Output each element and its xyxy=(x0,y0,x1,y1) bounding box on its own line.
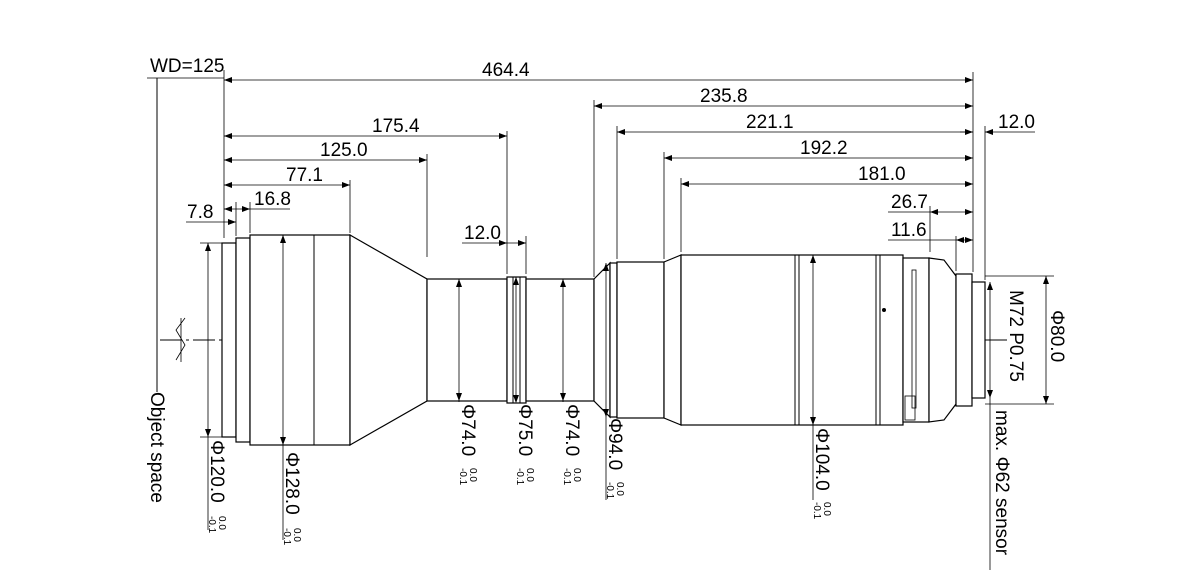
svg-text:Φ120.0: Φ120.0 xyxy=(206,440,227,503)
svg-text:Φ104.0: Φ104.0 xyxy=(811,428,832,491)
dim-235: 235.8 xyxy=(700,86,748,107)
dim-12-mid: 12.0 xyxy=(464,223,501,244)
svg-text:0.0: 0.0 xyxy=(821,502,832,516)
svg-text:0.0: 0.0 xyxy=(467,468,478,482)
object-plane xyxy=(156,78,186,392)
dim-26: 26.7 xyxy=(891,192,928,213)
svg-text:0.0: 0.0 xyxy=(571,468,582,482)
label-sensor: max. Φ62 sensor xyxy=(991,410,1012,556)
svg-text:Φ128.0: Φ128.0 xyxy=(281,452,302,515)
dia-74-second: Φ74.0 0.0 -0.1 xyxy=(561,404,582,486)
dim-12-back: 12.0 xyxy=(998,112,1035,133)
dim-175: 175.4 xyxy=(372,116,420,137)
svg-text:0.0: 0.0 xyxy=(291,528,302,542)
svg-text:-0.1: -0.1 xyxy=(206,516,217,534)
dia-128: Φ128.0 0.0 -0.1 xyxy=(281,452,302,546)
label-flange-diameter: Φ80.0 xyxy=(1046,310,1067,362)
svg-text:0.0: 0.0 xyxy=(614,482,625,496)
dim-192: 192.2 xyxy=(800,138,848,159)
svg-text:Φ75.0: Φ75.0 xyxy=(514,404,535,456)
dim-77: 77.1 xyxy=(286,165,323,186)
lens-body xyxy=(221,233,986,447)
svg-text:0.0: 0.0 xyxy=(524,468,535,482)
dim-11: 11.6 xyxy=(891,220,927,241)
svg-text:-0.1: -0.1 xyxy=(457,468,468,486)
svg-text:-0.1: -0.1 xyxy=(604,482,615,500)
dia-75: Φ75.0 0.0 -0.1 xyxy=(514,404,535,486)
dim-total-length: 464.4 xyxy=(482,60,530,81)
dia-74-first: Φ74.0 0.0 -0.1 xyxy=(457,404,478,486)
dim-wd: WD=125 xyxy=(150,56,224,77)
svg-text:0.0: 0.0 xyxy=(216,516,227,530)
dim-125: 125.0 xyxy=(320,140,368,161)
label-object-space: Object space xyxy=(146,392,167,503)
svg-text:-0.1: -0.1 xyxy=(514,468,525,486)
svg-text:Φ74.0: Φ74.0 xyxy=(457,404,478,456)
label-thread: M72 P0.75 xyxy=(1005,290,1026,382)
dia-120: Φ120.0 0.0 -0.1 xyxy=(206,440,227,534)
svg-text:-0.1: -0.1 xyxy=(811,502,822,520)
svg-text:-0.1: -0.1 xyxy=(281,528,292,546)
svg-text:-0.1: -0.1 xyxy=(561,468,572,486)
dim-221: 221.1 xyxy=(746,112,794,133)
dim-7: 7.8 xyxy=(187,202,213,223)
dia-94: Φ94.0 0.0 -0.1 xyxy=(604,418,625,500)
dimension-lines xyxy=(147,77,1035,246)
dia-104: Φ104.0 0.0 -0.1 xyxy=(811,428,832,520)
svg-text:Φ74.0: Φ74.0 xyxy=(561,404,582,456)
extension-lines xyxy=(223,70,986,280)
dim-181: 181.0 xyxy=(858,164,906,185)
dim-16: 16.8 xyxy=(254,189,291,210)
diameter-lines xyxy=(200,235,1054,570)
svg-text:Φ94.0: Φ94.0 xyxy=(604,418,625,470)
